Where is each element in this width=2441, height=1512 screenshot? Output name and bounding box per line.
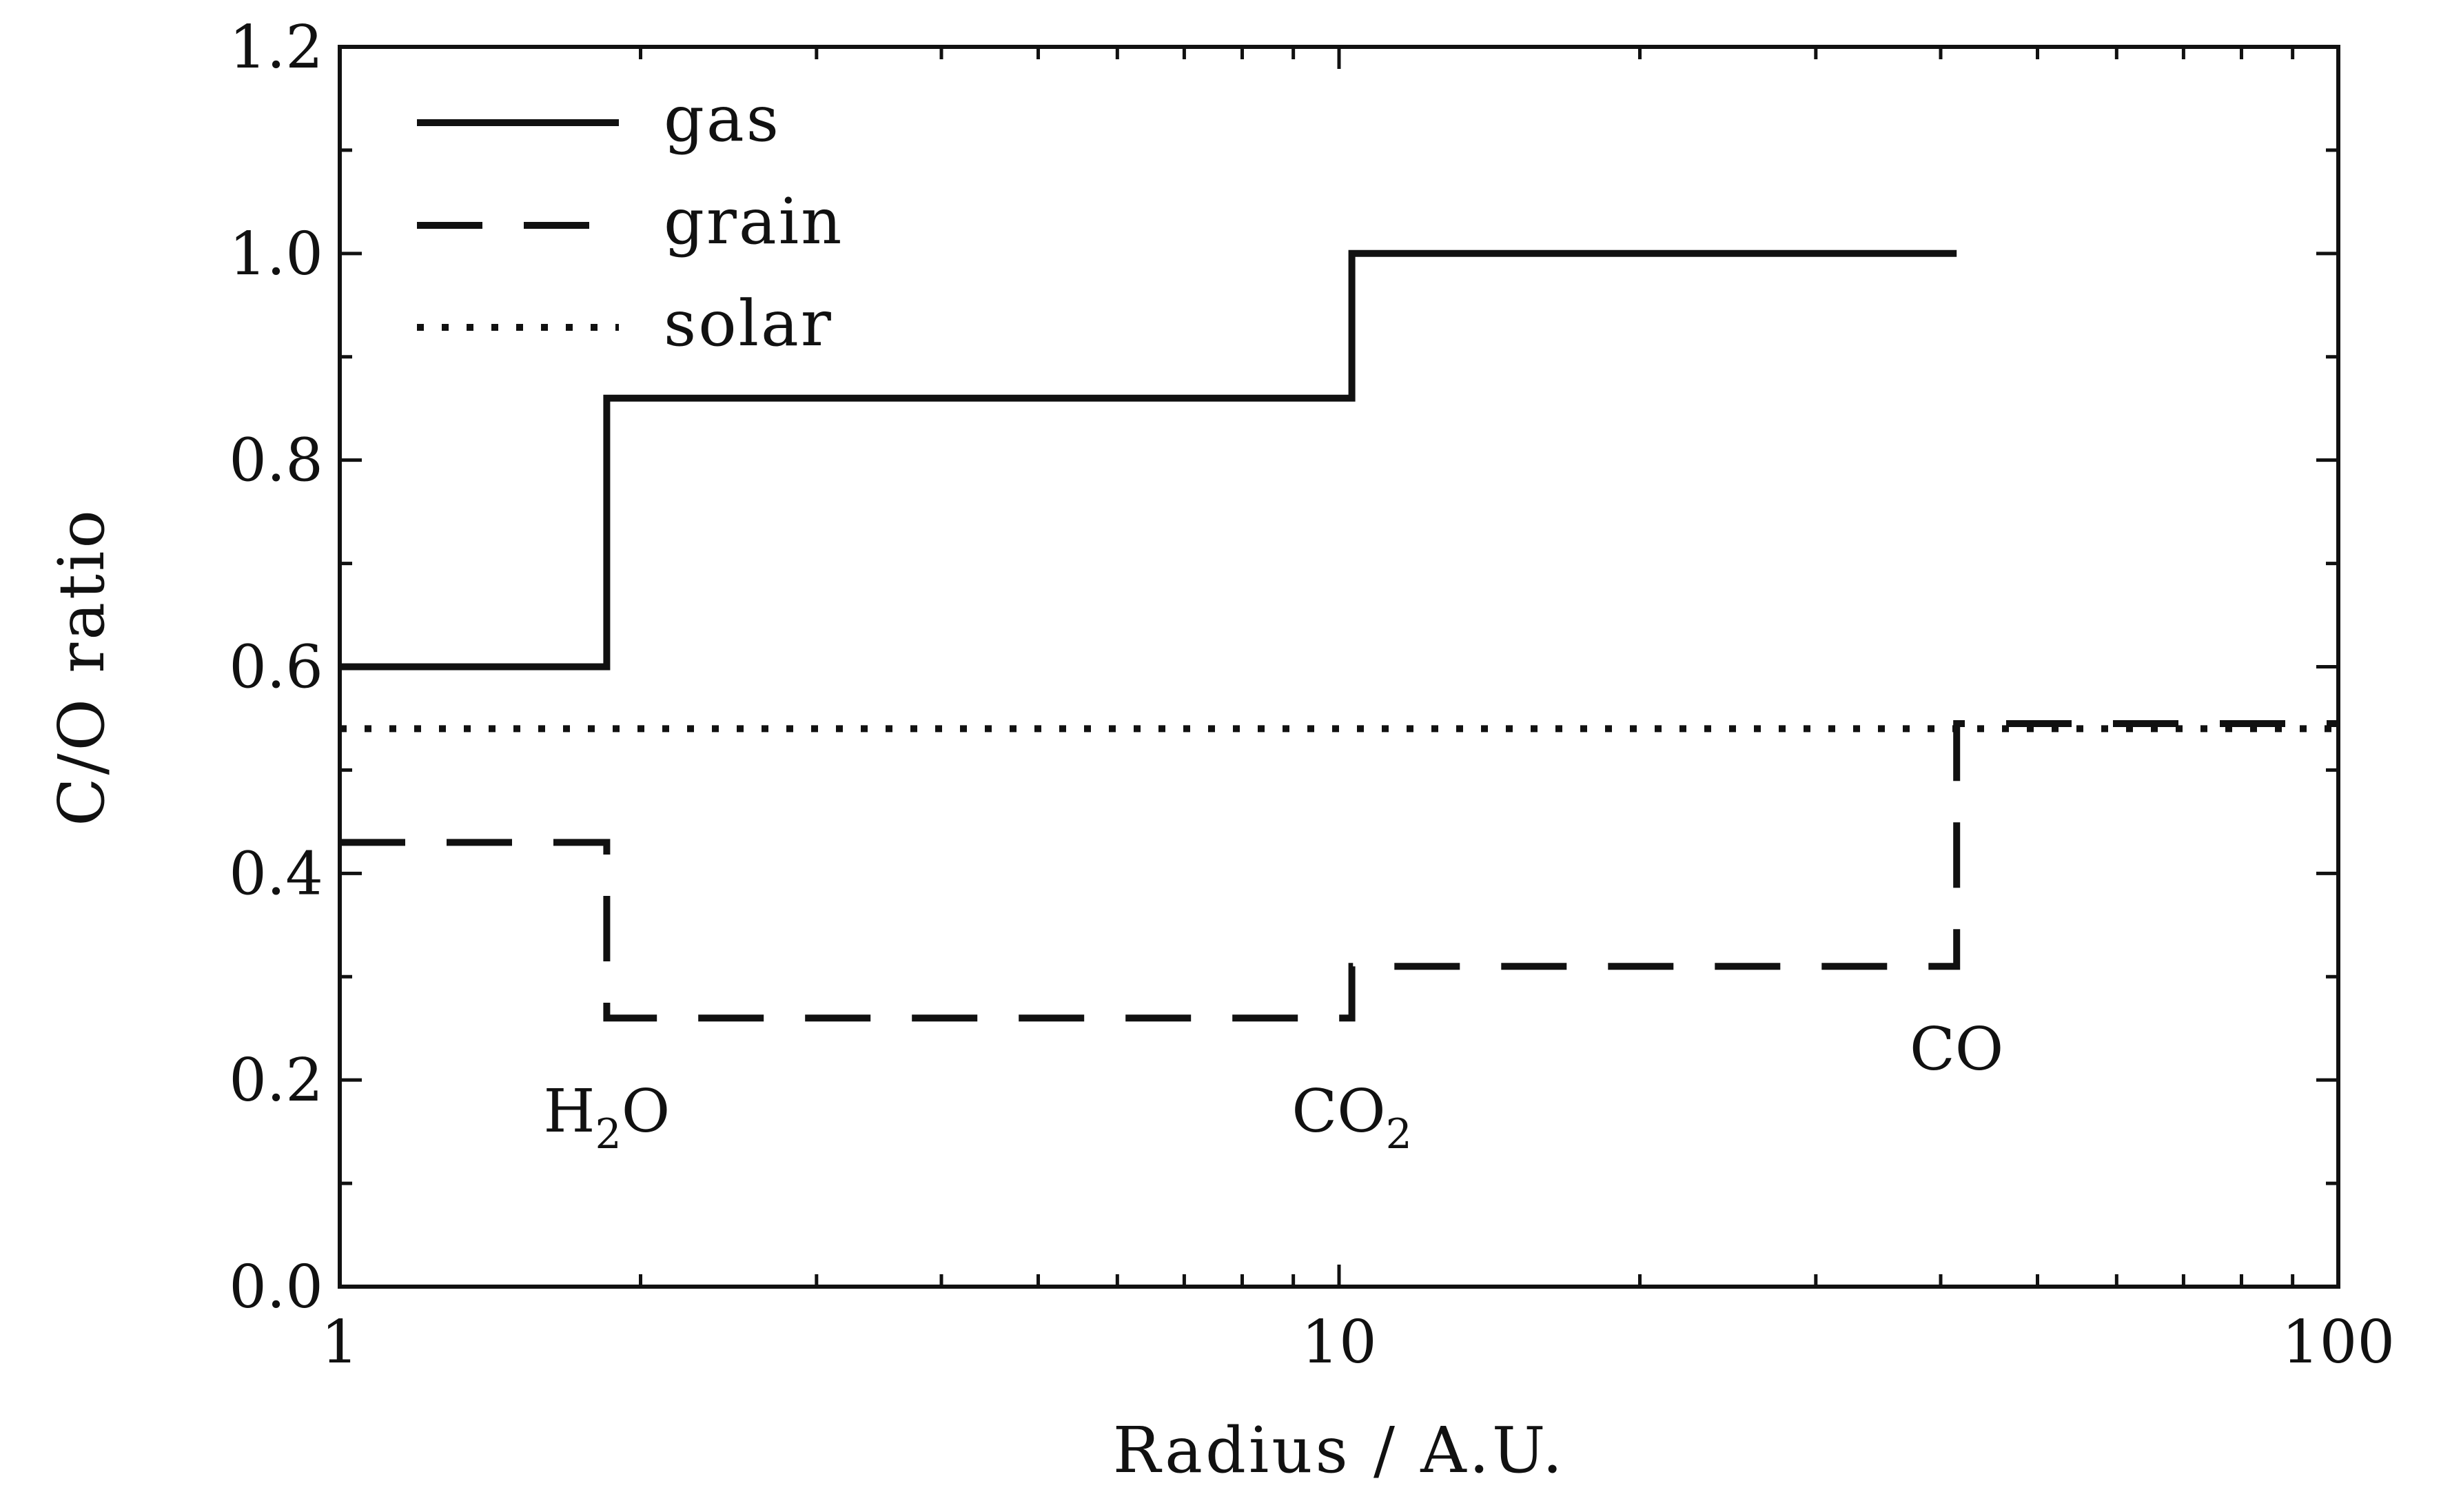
snowline-label: CO2 — [1291, 1077, 1412, 1158]
series-line-gas — [340, 249, 1957, 671]
ticks-layer: 0.0 0.2 0.4 0.6 0.8 1.0 1.2 1 10 100 — [229, 13, 2395, 1377]
plot-frame — [338, 45, 2340, 1289]
series-line-grain — [340, 720, 2338, 1022]
y-tick-label: 0.4 — [229, 839, 323, 908]
legend-label-solar: solar — [664, 287, 833, 360]
x-tick-label: 10 — [1301, 1308, 1376, 1377]
legend-label-grain: grain — [664, 185, 844, 258]
x-tick-label: 100 — [2282, 1308, 2395, 1377]
x-tick-label: 1 — [321, 1308, 359, 1377]
annotation-layer: H2O CO2 CO — [544, 1015, 2004, 1158]
y-tick-label: 0.0 — [229, 1253, 323, 1322]
legend-label-gas: gas — [664, 82, 781, 156]
y-axis-label: C/O ratio — [45, 507, 119, 826]
y-tick-label: 0.8 — [229, 427, 323, 496]
series-layer — [340, 249, 2338, 1022]
snowline-label: CO — [1910, 1015, 2003, 1084]
legend-layer: gas grain solar — [417, 82, 844, 360]
y-tick-label: 1.0 — [229, 220, 323, 289]
y-tick-label: 0.2 — [229, 1046, 323, 1115]
y-tick-label: 1.2 — [229, 13, 323, 82]
x-axis-label: Radius / A.U. — [1113, 1413, 1566, 1487]
y-tick-label: 0.6 — [229, 633, 323, 702]
snowline-label: H2O — [544, 1077, 671, 1158]
